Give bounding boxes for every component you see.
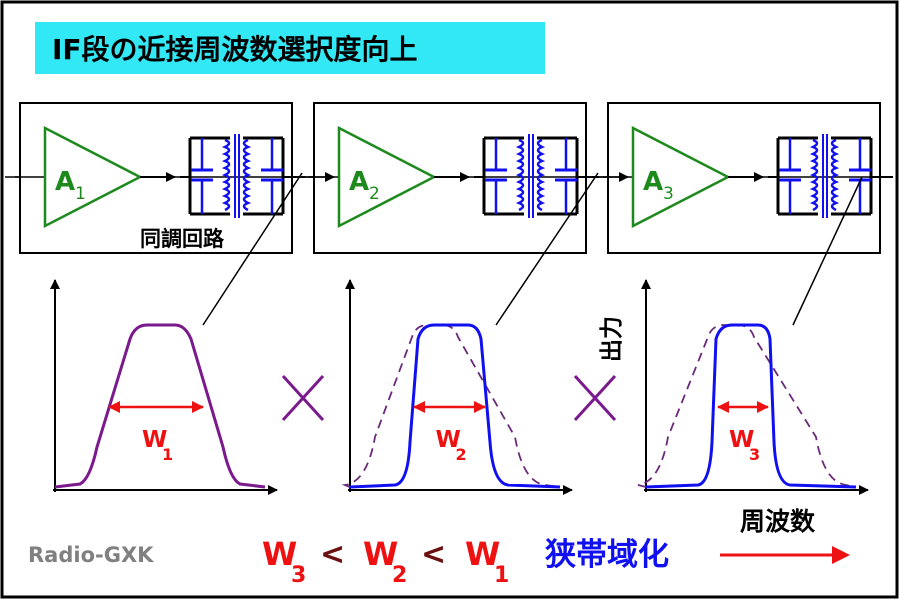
amplifier-subscript: 2	[369, 184, 380, 204]
comparison-operator: <	[320, 537, 345, 572]
narrowing-arrow-head	[832, 546, 850, 564]
amplifier-label: A	[55, 167, 75, 197]
amplifier-subscript: 3	[663, 184, 674, 204]
bandwidth-label: W	[436, 427, 461, 453]
bandwidth-subscript: 2	[456, 445, 467, 464]
y-axis-label: 出力	[599, 316, 625, 362]
amplifier-triangle	[631, 125, 731, 229]
comparison-subscript: 1	[494, 563, 509, 588]
multiply-symbol-2	[573, 374, 617, 422]
comparison-subscript: 2	[392, 563, 407, 588]
coil-primary	[809, 138, 819, 212]
tuned-circuit-label: 同調回路	[140, 227, 225, 251]
title-background	[35, 22, 545, 74]
leader-line-1	[202, 172, 303, 326]
leader-line-3	[792, 176, 863, 326]
bandwidth-subscript: 1	[162, 445, 173, 464]
bandwidth-label: W	[729, 427, 754, 453]
watermark: Radio-GXK	[28, 543, 154, 567]
x-axis-label: 周波数	[740, 507, 816, 536]
amplifier-triangle	[337, 125, 437, 229]
comparison-term: W	[363, 535, 398, 573]
width-comparison: W3<W2<W1	[262, 535, 509, 588]
coil-secondary	[830, 138, 840, 212]
amplifier-label: A	[643, 167, 663, 197]
response-plot-2: W2	[341, 279, 573, 495]
leader-line-2	[495, 172, 599, 326]
response-plot-3: W3	[637, 279, 869, 495]
narrowing-label: 狭帯域化	[545, 537, 669, 573]
response-curve	[54, 323, 266, 489]
diagram-title: IF段の近接周波数選択度向上	[52, 33, 418, 66]
amplifier-label: A	[349, 167, 369, 197]
comparison-operator: <	[421, 537, 446, 572]
tuned-circuit	[474, 134, 599, 218]
amplifier-triangle	[43, 125, 143, 229]
response-curve	[645, 323, 857, 489]
amplifier-subscript: 1	[75, 184, 86, 204]
response-plot-1: W1	[50, 279, 278, 495]
bandwidth-subscript: 3	[749, 445, 760, 464]
comparison-term: W	[262, 535, 297, 573]
response-curve	[349, 323, 561, 489]
previous-response-dashed	[637, 324, 857, 488]
bandwidth-label: W	[142, 427, 167, 453]
multiply-symbol-1	[281, 374, 325, 422]
comparison-subscript: 3	[291, 563, 306, 588]
coil-primary	[221, 138, 231, 212]
coil-primary	[515, 138, 525, 212]
coil-secondary	[536, 138, 546, 212]
coil-secondary	[242, 138, 252, 212]
comparison-term: W	[465, 535, 500, 573]
